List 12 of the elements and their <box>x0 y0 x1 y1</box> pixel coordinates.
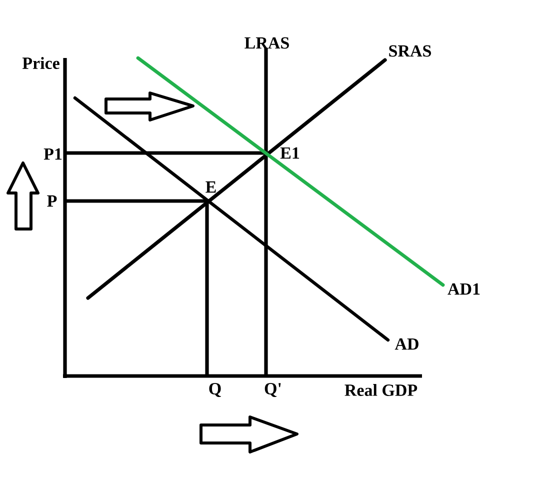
point-label: E <box>206 181 216 193</box>
axis-label: Price <box>22 57 60 69</box>
price-label: P1 <box>44 148 62 160</box>
curve-label: AD1 <box>448 283 480 295</box>
price-label: P <box>47 195 57 207</box>
point-label: E1 <box>280 147 300 159</box>
axis-label: Real GDP <box>344 384 418 396</box>
curve-label: SRAS <box>389 45 431 57</box>
curve-label: AD <box>394 338 418 350</box>
curve-label: LRAS <box>244 37 289 49</box>
quantity-label: Q' <box>264 382 281 397</box>
quantity-label: Q <box>209 382 221 397</box>
